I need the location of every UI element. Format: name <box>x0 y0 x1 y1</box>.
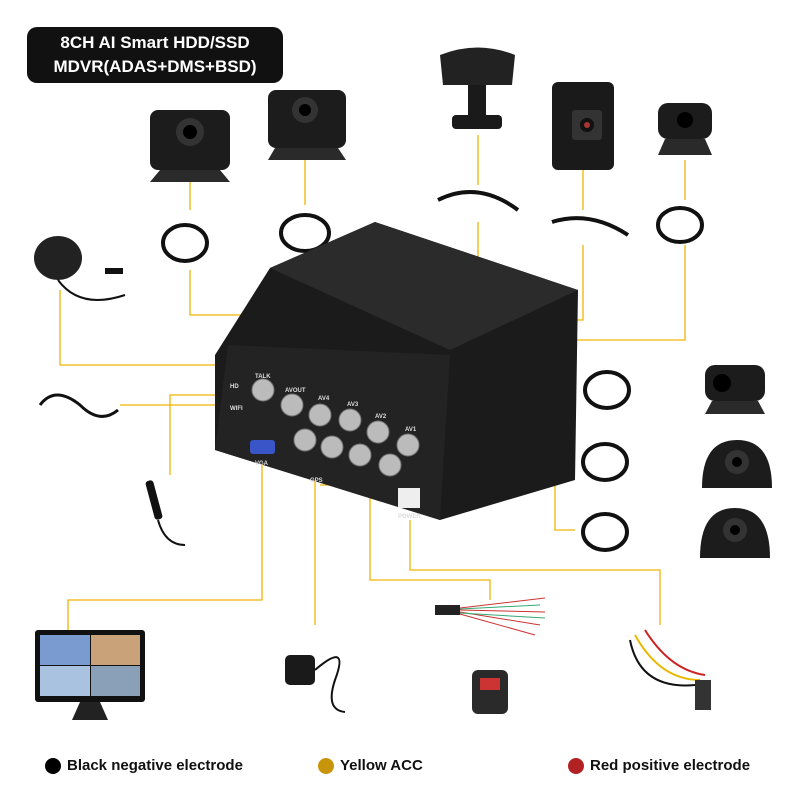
title-line-2: MDVR(ADAS+DMS+BSD) <box>53 57 257 76</box>
port-av6 <box>320 435 344 459</box>
label-wifi: WIFI <box>230 406 243 412</box>
port-av5 <box>293 428 317 452</box>
port-av8 <box>378 453 402 477</box>
rear-camera <box>658 103 712 155</box>
legend-label: Red positive electrode <box>590 757 751 774</box>
port-av3 <box>338 408 362 432</box>
port-avout <box>280 393 304 417</box>
label-vga: VGA <box>255 461 269 467</box>
port-talk <box>251 378 275 402</box>
legend-label: Yellow ACC <box>340 757 423 774</box>
wire-antenna <box>169 394 225 475</box>
label-av4: AV4 <box>318 396 330 402</box>
label-av2: AV2 <box>375 414 387 420</box>
gps-antenna <box>285 655 346 713</box>
dms-camera <box>440 47 515 129</box>
title-line-1: 8CH AI Smart HDD/SSD <box>60 33 250 52</box>
yellow-dot-icon <box>318 757 334 774</box>
legend-label: Black negative electrode <box>67 757 243 774</box>
label-power: POWER <box>398 514 421 520</box>
av-cable <box>38 393 119 418</box>
label-av3: AV3 <box>347 402 359 408</box>
label-av1: AV1 <box>405 427 417 433</box>
cable-coil <box>279 213 331 253</box>
label-hd: HD <box>230 384 239 390</box>
red-dot-icon <box>568 757 584 774</box>
adas-camera <box>552 82 614 170</box>
legend-black: Black negative electrode <box>45 757 243 774</box>
port-av4 <box>308 403 332 427</box>
title-badge: 8CH AI Smart HDD/SSD MDVR(ADAS+DMS+BSD) <box>27 27 283 83</box>
extension-cable <box>551 216 630 237</box>
cable-coils <box>38 190 704 552</box>
port-power <box>398 488 420 508</box>
label-talk: TALK <box>255 374 271 380</box>
wifi-antenna <box>145 480 186 546</box>
label-avout: AVOUT <box>285 388 306 394</box>
side-camera <box>705 365 765 414</box>
microphone <box>34 236 126 301</box>
port-av1 <box>396 433 420 457</box>
port-av2 <box>366 420 390 444</box>
cable-coil <box>161 223 209 263</box>
legend-red: Red positive electrode <box>568 757 750 774</box>
wire-vga <box>67 455 263 630</box>
cable-coil <box>581 512 629 552</box>
cable-coil <box>656 206 704 244</box>
mdvr-unit: TALK AVOUT AV4 AV3 AV2 AV1 VGA GPS POWER… <box>215 222 578 520</box>
extension-cable <box>437 190 520 212</box>
box-camera-2 <box>268 90 346 160</box>
wire-io <box>369 480 491 600</box>
legend-yellow: Yellow ACC <box>318 757 423 774</box>
io-harness <box>435 597 546 636</box>
dome-camera-2 <box>700 508 770 558</box>
dome-camera-1 <box>702 440 772 488</box>
wire-power <box>409 520 661 625</box>
label-gps: GPS <box>310 478 323 484</box>
cable-coil <box>581 442 629 482</box>
wire-mic <box>59 290 225 366</box>
emergency-button <box>472 670 508 714</box>
box-camera-1 <box>150 110 230 182</box>
power-cable <box>629 629 711 710</box>
cable-coil <box>583 370 631 410</box>
port-vga <box>250 440 275 454</box>
black-dot-icon <box>45 757 61 774</box>
monitor <box>35 630 145 720</box>
port-av7 <box>348 443 372 467</box>
